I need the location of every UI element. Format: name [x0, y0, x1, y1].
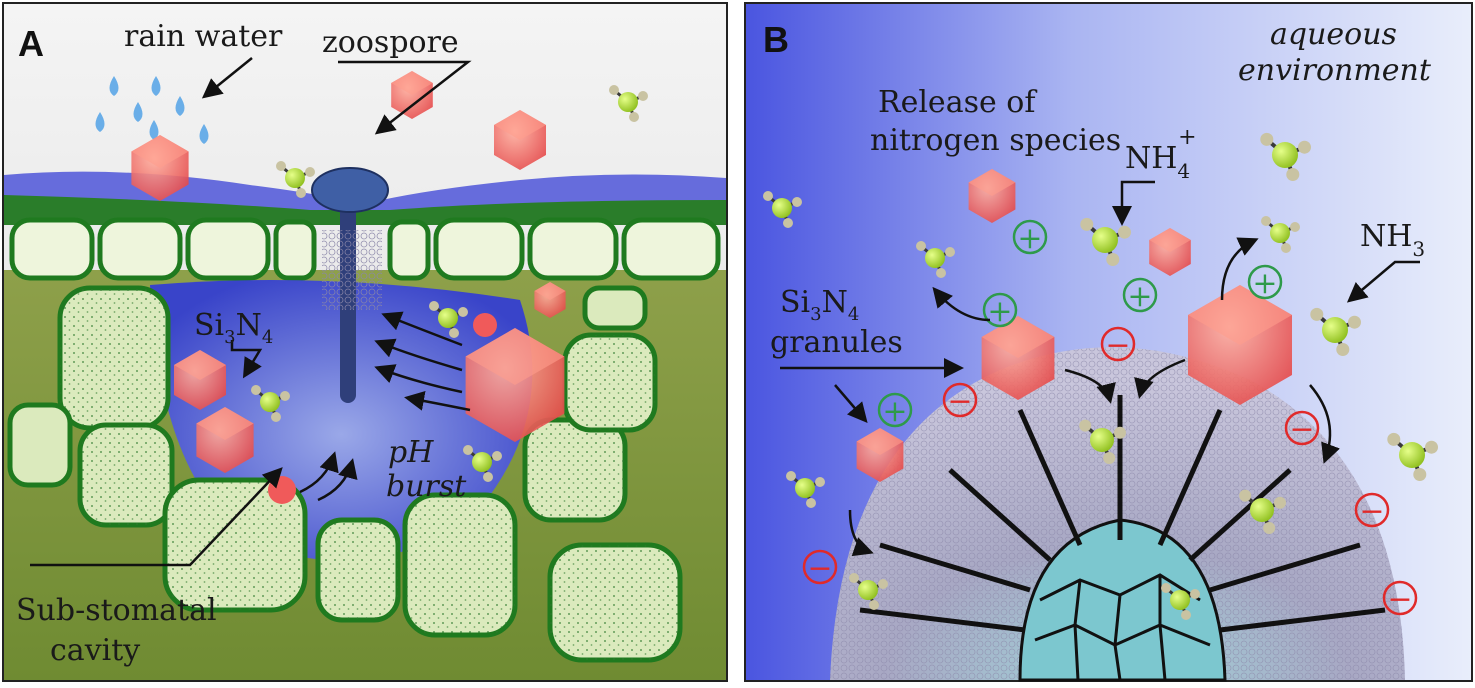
minus-ion-symbol: −	[1289, 412, 1314, 447]
nh3-label: NH3	[1360, 219, 1425, 261]
release-label-line2: nitrogen species	[870, 123, 1121, 158]
minus-ion	[1382, 580, 1418, 616]
plus-ion-symbol: +	[987, 294, 1012, 329]
plus-ion-symbol: +	[1017, 221, 1042, 256]
ph-label-line1: pH	[388, 435, 434, 470]
minus-ion-symbol: −	[1359, 494, 1384, 529]
radial-fibrils	[859, 395, 1386, 633]
rain-drops	[95, 76, 209, 144]
flow-arrows-a	[30, 57, 472, 567]
zoospore-body	[311, 167, 389, 213]
panel-b-letter: B	[763, 19, 789, 60]
plus-ion-symbol: +	[882, 394, 907, 429]
release-label-line1: Release of	[878, 85, 1037, 120]
minus-ion	[942, 382, 978, 418]
panel-a-letter: A	[18, 23, 44, 64]
cavity-label-line2: cavity	[50, 633, 140, 668]
aqueous-label-line1: aqueous	[1270, 17, 1397, 52]
aqueous-label-line2: environment	[1238, 53, 1432, 88]
plus-ion	[1012, 219, 1048, 255]
minus-ion-symbol: −	[1387, 582, 1412, 617]
granules-label-line2: granules	[770, 325, 903, 360]
panel-a: A rain water zoospore Si3N4 pH burst Sub…	[2, 2, 728, 682]
froth-mass	[322, 230, 382, 310]
minus-ion	[1354, 492, 1390, 528]
plus-ions: + + + + +	[877, 219, 1283, 429]
plus-ion	[1247, 264, 1283, 300]
cavity-label-line1: Sub-stomatal	[16, 593, 217, 628]
zoospore-label: zoospore	[322, 25, 459, 60]
minus-ion	[1284, 410, 1320, 446]
minus-ion-symbol: −	[807, 551, 832, 586]
minus-ion	[1100, 326, 1136, 362]
plus-ion	[877, 392, 913, 428]
granules-label-line1: Si3N4	[780, 285, 859, 325]
minus-ion	[802, 549, 838, 585]
plus-ion-symbol: +	[1127, 279, 1152, 314]
plus-ion	[982, 292, 1018, 328]
minus-ion-symbol: −	[947, 384, 972, 419]
mesophyll-cells	[7, 285, 683, 663]
minus-ions: − − − − − −	[802, 326, 1418, 617]
core-mesh	[1034, 573, 1211, 681]
ph-label-line2: burst	[386, 469, 467, 504]
si3n4-label-a: Si3N4	[194, 308, 273, 348]
si3n4-crystals-a	[131, 71, 566, 504]
minus-ion-symbol: −	[1105, 328, 1130, 363]
plus-ion	[1122, 277, 1158, 313]
rain-water-label: rain water	[124, 19, 283, 54]
panel-b: + + + + + − − − − − −	[744, 2, 1473, 682]
epidermis	[9, 217, 721, 281]
nh4-label: NH4+	[1125, 125, 1197, 183]
plus-ion-symbol: +	[1252, 266, 1277, 301]
flow-arrows-b	[780, 180, 1420, 557]
